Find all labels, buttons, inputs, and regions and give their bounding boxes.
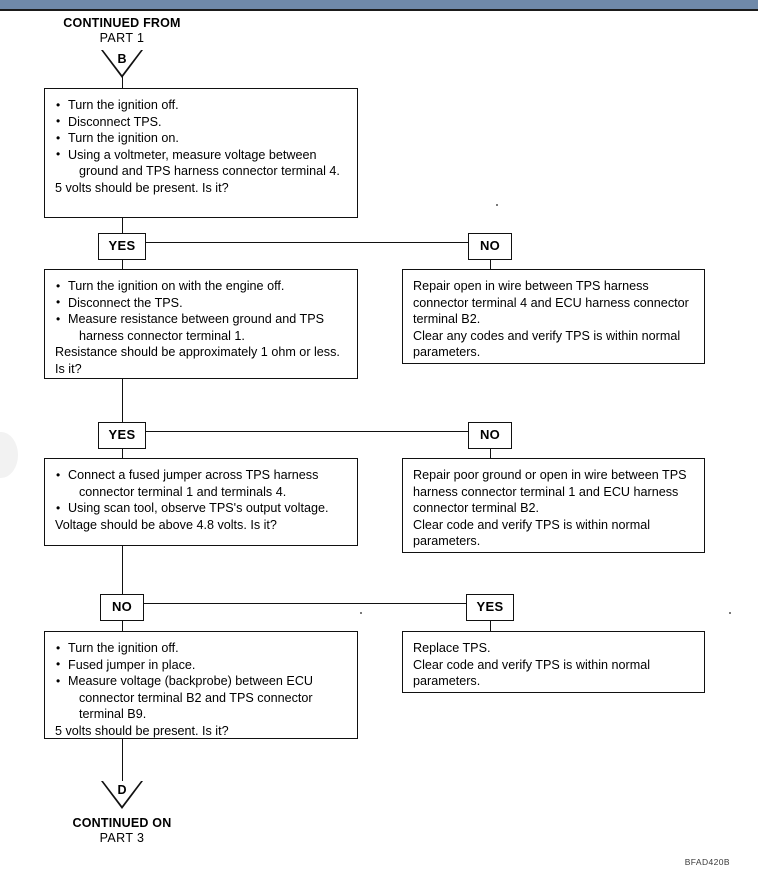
step-1-exit-line xyxy=(122,218,123,242)
outcome-1-line-2: connector terminal 4 and ECU harness con… xyxy=(413,295,689,310)
continued-on-line1: CONTINUED ON xyxy=(72,816,172,830)
step-4-bullet-3-cont: connector terminal B2 and TPS connector xyxy=(79,690,313,705)
step-3-bullet-1-cont: connector terminal 1 and terminals 4. xyxy=(79,484,287,499)
outcome-2-line-3: connector terminal B2. xyxy=(413,501,539,515)
step-4-bullet-1: Turn the ignition off. xyxy=(55,640,347,657)
step-4-exit-line xyxy=(122,739,123,781)
outcome-3-line-2: Clear code and verify TPS is within norm… xyxy=(413,657,651,672)
step-3-bullet-1: Connect a fused jumper across TPS harnes… xyxy=(55,467,347,484)
step-1-bullet-4: Using a voltmeter, measure voltage betwe… xyxy=(55,146,347,164)
outcome-1-line-3: terminal B2. xyxy=(413,312,481,326)
top-decorative-banner xyxy=(0,0,758,11)
outcome-2-box: Repair poor ground or open in wire betwe… xyxy=(402,458,705,553)
outcome-1-line-4: Clear any codes and verify TPS is within… xyxy=(413,328,681,343)
connector-b-stem xyxy=(122,74,123,88)
step-1-bullet-3: Turn the ignition on. xyxy=(55,130,347,147)
step-4-bullet-2: Fused jumper in place. xyxy=(55,656,347,674)
outcome-3-line-3: parameters. xyxy=(413,674,481,688)
figure-reference-code: BFAD420B xyxy=(684,857,730,867)
page-connector-d: D xyxy=(101,781,143,809)
step-2-lines: Turn the ignition on with the engine off… xyxy=(55,278,347,344)
outcome-1-box: Repair open in wire between TPS harness … xyxy=(402,269,705,364)
step-2-box: Turn the ignition on with the engine off… xyxy=(44,269,358,379)
step-1-bullet-2: Disconnect TPS. xyxy=(55,113,347,131)
junction-2-bus xyxy=(122,431,490,432)
step-1-question: 5 volts should be present. Is it? xyxy=(55,180,229,195)
step-1-box: Turn the ignition off. Disconnect TPS. T… xyxy=(44,88,358,218)
junction-3-left-stem xyxy=(122,621,123,631)
junction-1-bus xyxy=(122,242,490,243)
continued-on-line2: PART 3 xyxy=(99,831,145,845)
junction-3-left-tag[interactable]: NO xyxy=(100,594,144,621)
step-2-bullet-3: Measure resistance between ground and TP… xyxy=(55,311,347,328)
step-1-bullet-1: Turn the ignition off. xyxy=(55,97,347,114)
junction-2-left-stem xyxy=(122,449,123,458)
connector-triangle-fill-d xyxy=(103,781,141,806)
step-4-bullet-3: Measure voltage (backprobe) between ECU xyxy=(55,673,347,690)
junction-1-left-tag[interactable]: YES xyxy=(98,233,146,260)
outcome-2-line-1: Repair poor ground or open in wire betwe… xyxy=(413,468,687,482)
step-2-bullet-3-cont: harness connector terminal 1. xyxy=(79,328,245,343)
continued-from-line2: PART 1 xyxy=(99,31,145,45)
step-4-bullet-3-cont2: terminal B9. xyxy=(79,707,147,721)
step-2-bullet-2: Disconnect the TPS. xyxy=(55,294,347,312)
junction-1-right-tag[interactable]: NO xyxy=(468,233,512,260)
continued-from-line1: CONTINUED FROM xyxy=(63,16,181,30)
scan-speck-upper-right xyxy=(496,204,498,206)
junction-3-bus xyxy=(122,603,490,604)
continued-from-caption: CONTINUED FROM PART 1 xyxy=(42,16,202,46)
step-2-question: Resistance should be approximately 1 ohm… xyxy=(55,345,340,359)
outcome-2-line-4: Clear code and verify TPS is within norm… xyxy=(413,517,651,532)
junction-2-left-tag[interactable]: YES xyxy=(98,422,146,449)
scan-speck-far-right xyxy=(729,612,731,614)
outcome-1-line-1: Repair open in wire between TPS harness xyxy=(413,279,649,293)
step-3-box: Connect a fused jumper across TPS harnes… xyxy=(44,458,358,546)
junction-2-right-tag[interactable]: NO xyxy=(468,422,512,449)
outcome-2-line-2: harness connector terminal 1 and ECU har… xyxy=(413,484,679,499)
step-2-question-cont: Is it? xyxy=(55,361,82,376)
outcome-2-line-5: parameters. xyxy=(413,534,481,548)
connector-d-label: D xyxy=(117,783,127,797)
step-1-bullet-4-cont: ground and TPS harness connector termina… xyxy=(79,164,340,178)
page-connector-b: B xyxy=(101,50,143,78)
junction-2-right-stem xyxy=(490,449,491,458)
step-3-question: Voltage should be above 4.8 volts. Is it… xyxy=(55,517,277,532)
junction-1-right-stem xyxy=(490,260,491,269)
step-2-bullet-1: Turn the ignition on with the engine off… xyxy=(55,278,347,295)
outcome-3-box: Replace TPS. Clear code and verify TPS i… xyxy=(402,631,705,693)
step-3-lines: Connect a fused jumper across TPS harnes… xyxy=(55,467,347,517)
step-3-bullet-2: Using scan tool, observe TPS's output vo… xyxy=(55,500,347,517)
connector-b-label: B xyxy=(117,52,127,66)
junction-1-left-stem xyxy=(122,260,123,269)
step-4-question: 5 volts should be present. Is it? xyxy=(55,723,229,738)
junction-3-right-stem xyxy=(490,621,491,631)
step-1-lines: Turn the ignition off. Disconnect TPS. T… xyxy=(55,97,347,180)
outcome-1-line-5: parameters. xyxy=(413,345,481,359)
step-4-box: Turn the ignition off. Fused jumper in p… xyxy=(44,631,358,739)
step-2-exit-line xyxy=(122,379,123,431)
step-3-exit-line xyxy=(122,546,123,603)
step-4-lines: Turn the ignition off. Fused jumper in p… xyxy=(55,640,347,723)
outcome-3-line-1: Replace TPS. xyxy=(413,641,491,655)
scan-speck-mid-right xyxy=(360,612,362,614)
connector-triangle-fill xyxy=(103,50,141,75)
scan-artifact-left xyxy=(0,432,18,478)
continued-on-caption: CONTINUED ON PART 3 xyxy=(42,816,202,846)
junction-3-right-tag[interactable]: YES xyxy=(466,594,514,621)
